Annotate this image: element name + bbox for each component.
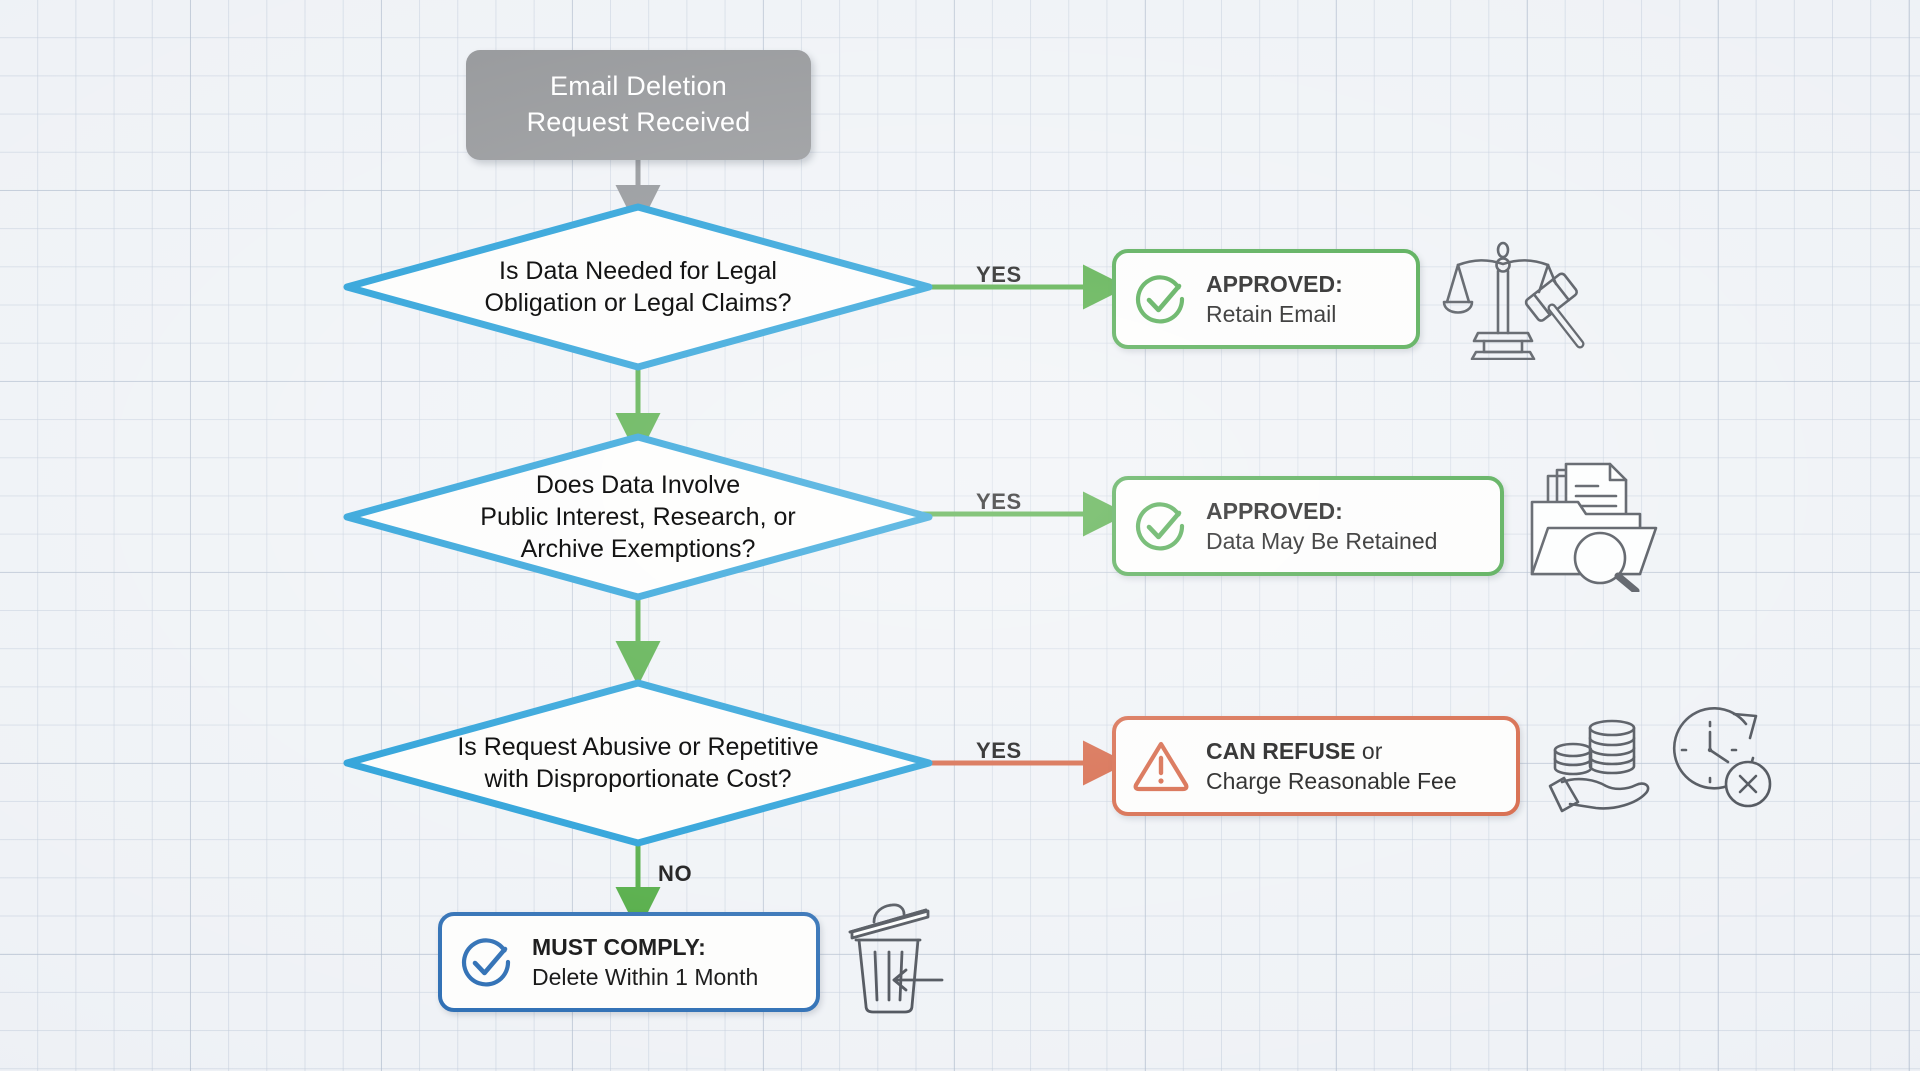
outcome3-heading: CAN REFUSE <box>1206 737 1356 764</box>
folder-documents-magnifier-icon <box>1524 462 1672 597</box>
diamond-shape <box>343 679 933 847</box>
outcome-box-retain-email[interactable]: APPROVED: Retain Email <box>1112 249 1420 349</box>
edge-label-yes-2: YES <box>976 489 1022 514</box>
diamond-shape <box>343 203 933 371</box>
scales-of-justice-gavel-icon <box>1440 240 1590 365</box>
outcome-box-must-comply[interactable]: MUST COMPLY: Delete Within 1 Month <box>438 912 820 1012</box>
decision-node-public-interest[interactable]: Does Data Involve Public Interest, Resea… <box>342 432 934 602</box>
clock-with-x-icon <box>1660 702 1778 821</box>
outcome1-heading: APPROVED: <box>1206 270 1343 297</box>
hand-holding-coins-icon <box>1548 712 1666 821</box>
outcome-box-can-refuse[interactable]: CAN REFUSE or Charge Reasonable Fee <box>1112 716 1520 816</box>
outcome4-heading: MUST COMPLY: <box>532 933 706 960</box>
start-node-email-deletion-request[interactable]: Email Deletion Request Received <box>466 50 811 160</box>
trash-can-delete-icon <box>842 902 970 1023</box>
check-circle-icon <box>1135 502 1185 551</box>
edge-label-yes-1: YES <box>976 262 1022 287</box>
edge-label-no: NO <box>658 861 693 886</box>
outcome3-heading-suffix: or <box>1355 737 1383 764</box>
decision1-line1: Is Data Needed for Legal <box>499 257 777 285</box>
outcome1-detail: Retain Email <box>1206 301 1337 327</box>
check-circle-icon <box>1135 275 1185 324</box>
diamond-shape <box>343 433 933 601</box>
decision2-line3: Archive Exemptions? <box>520 535 756 563</box>
start-node-line1: Email Deletion <box>550 71 727 102</box>
decision1-line2: Obligation or Legal Claims? <box>484 289 792 317</box>
warning-triangle-icon <box>1133 741 1189 792</box>
outcome-box-data-may-be-retained[interactable]: APPROVED: Data May Be Retained <box>1112 476 1504 576</box>
outcome4-detail: Delete Within 1 Month <box>532 964 759 990</box>
decision3-line1: Is Request Abusive or Repetitive <box>457 733 819 761</box>
outcome2-heading: APPROVED: <box>1206 497 1343 524</box>
decision2-line1: Does Data Involve <box>535 471 741 499</box>
check-circle-icon <box>461 938 511 987</box>
outcome3-detail: Charge Reasonable Fee <box>1206 768 1457 794</box>
decision-node-legal-obligation[interactable]: Is Data Needed for Legal Obligation or L… <box>342 202 934 372</box>
decision3-line2: with Disproportionate Cost? <box>484 765 792 793</box>
decision2-line2: Public Interest, Research, or <box>480 503 796 531</box>
decision-node-abusive-request[interactable]: Is Request Abusive or Repetitive with Di… <box>342 678 934 848</box>
outcome2-detail: Data May Be Retained <box>1206 528 1438 554</box>
start-node-line2: Request Received <box>526 107 751 137</box>
edge-label-yes-3: YES <box>976 738 1022 763</box>
